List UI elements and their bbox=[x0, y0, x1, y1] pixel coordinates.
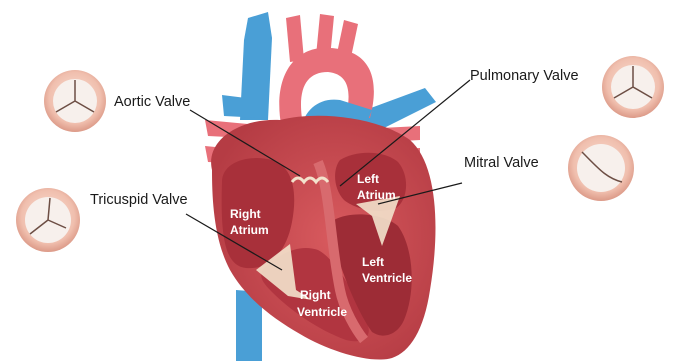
left-ventricle-label-line1: Left bbox=[362, 255, 384, 269]
tricuspid-valve-label: Tricuspid Valve bbox=[90, 192, 188, 208]
tricuspid-valve-icon bbox=[16, 188, 80, 252]
aortic-valve-icon bbox=[44, 70, 106, 132]
aortic-valve-label: Aortic Valve bbox=[114, 94, 190, 110]
left-ventricle-label-line2: Ventricle bbox=[362, 271, 412, 285]
right-ventricle-label-line2: Ventricle bbox=[297, 305, 347, 319]
right-ventricle-label-line1: Right bbox=[300, 288, 331, 302]
right-atrium-label-line1: Right bbox=[230, 207, 261, 221]
pulmonary-valve-icon bbox=[602, 56, 664, 118]
mitral-valve-label: Mitral Valve bbox=[464, 155, 539, 171]
mitral-valve-icon bbox=[568, 135, 634, 201]
right-atrium-label-line2: Atrium bbox=[230, 223, 269, 237]
pulmonary-valve-label: Pulmonary Valve bbox=[470, 68, 579, 84]
left-atrium-label-line1: Left bbox=[357, 172, 379, 186]
left-atrium-label-line2: Atrium bbox=[357, 188, 396, 202]
